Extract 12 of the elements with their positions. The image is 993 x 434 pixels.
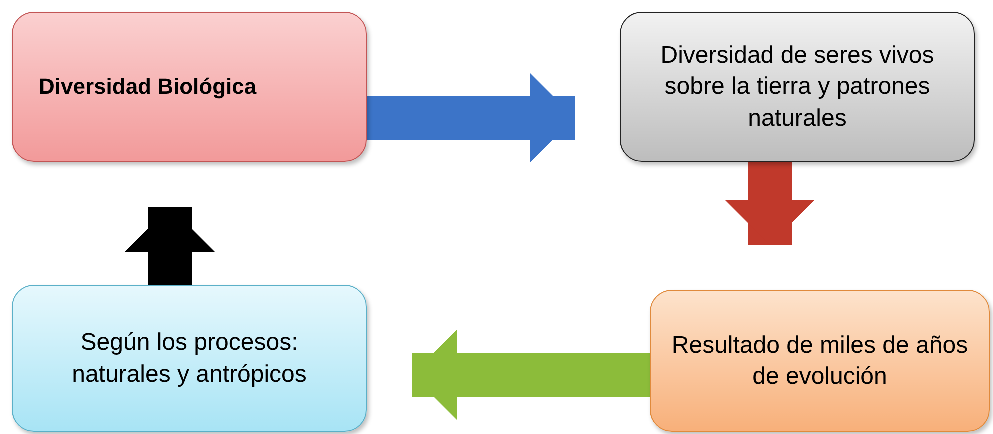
box-text: Según los procesos: naturales y antrópicos	[71, 328, 308, 390]
rounded-box	[650, 290, 990, 432]
block-arrow	[412, 330, 650, 420]
block-arrow	[125, 207, 215, 285]
rounded-box	[12, 285, 367, 432]
rounded-box	[12, 12, 367, 162]
box-text: Diversidad de seres vivos sobre la tierra y patrones naturales	[660, 41, 936, 134]
block-arrow	[367, 73, 575, 163]
rounded-box	[620, 12, 975, 162]
block-arrow	[725, 162, 815, 245]
box-text: Resultado de miles de años de evolución	[670, 330, 970, 392]
box-text: Diversidad Biológica	[38, 72, 257, 101]
